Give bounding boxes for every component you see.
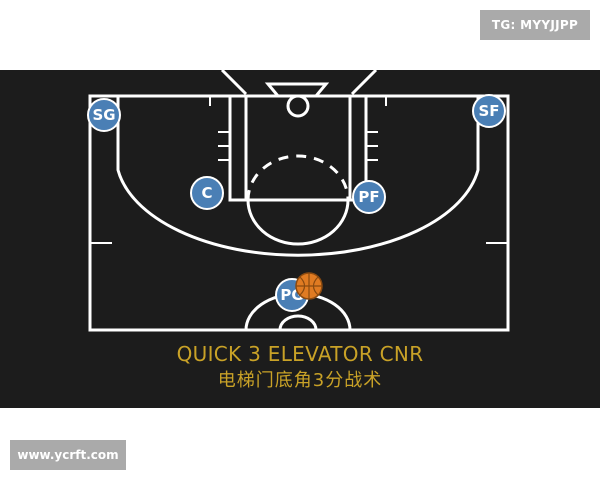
wing-ticks [90,96,508,244]
player-c-label: C [201,184,212,202]
player-sf[interactable]: SF [472,94,506,128]
player-pf-label: PF [358,188,379,206]
court-lines [88,70,510,332]
lane-hash-marks [218,131,378,161]
players: SG SF C PF PG [87,94,506,312]
player-c[interactable]: C [190,176,224,210]
play-title: QUICK 3 ELEVATOR CNR [176,342,424,366]
three-point-line [116,96,480,257]
center-circle-inner [278,314,318,331]
basketball-icon [295,272,323,300]
player-pf[interactable]: PF [352,180,386,214]
free-throw-arc [246,199,350,246]
player-sg[interactable]: SG [87,98,121,132]
watermark-tag: TG: MYYJJPP [480,10,590,40]
play-subtitle: 电梯门底角3分战术 [217,370,383,391]
baseline-top-structure [220,70,378,96]
free-throw-arc-dashed [246,154,350,201]
video-frame: SG SF C PF PG QUICK 3 ELEV [0,70,600,408]
paint-lane [228,96,368,202]
court-outline [88,94,510,332]
player-sf-label: SF [478,102,499,120]
court-diagram: SG SF C PF PG [87,70,510,332]
player-sg-label: SG [92,106,115,124]
watermark-url: www.ycrft.com [10,440,126,470]
paint-lane-inner [244,96,352,200]
backboard [264,82,330,98]
rim [286,94,310,118]
